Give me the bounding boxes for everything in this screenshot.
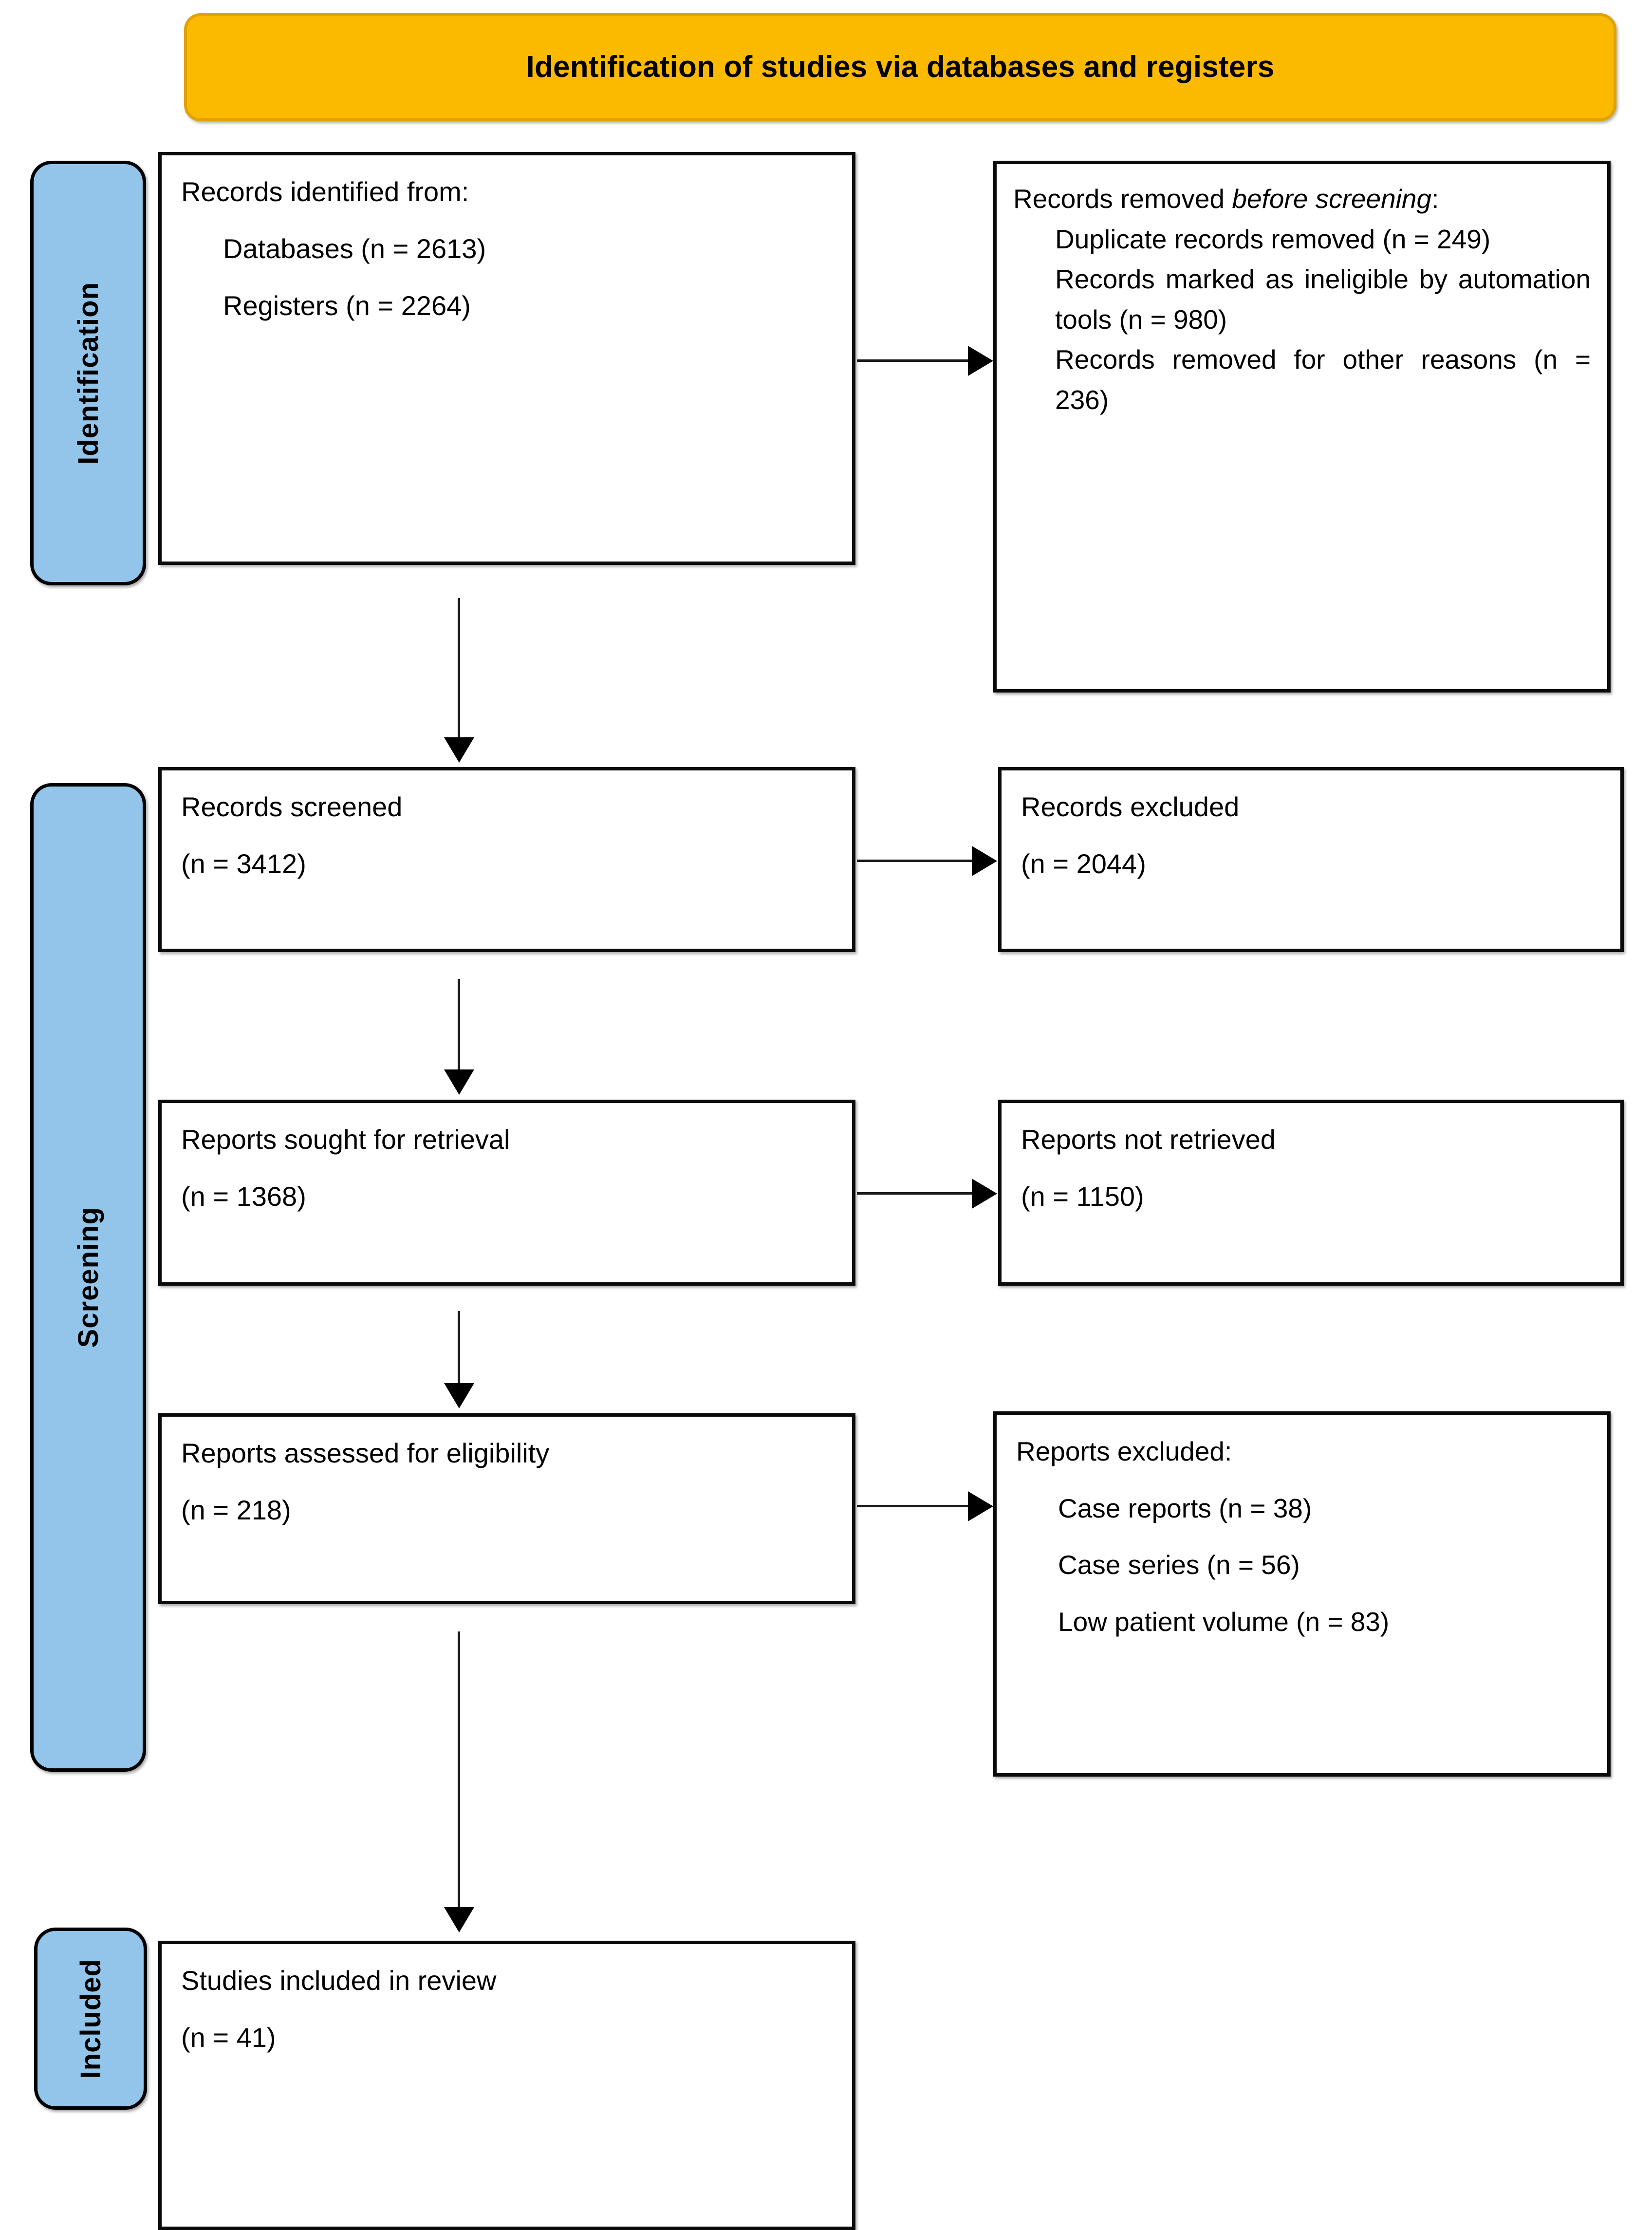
box-studies-included-in-review: Studies included in review (n = 41)	[158, 1941, 855, 2230]
box-records-identified-text: Records identified from: Databases (n = …	[181, 172, 833, 326]
spacer	[181, 2001, 833, 2018]
reports-excluded-low-volume: Low patient volume (n = 83)	[1058, 1606, 1390, 1637]
stage-label-screening: Screening	[72, 1207, 104, 1348]
reports-excluded-case-series: Case series (n = 56)	[1058, 1550, 1300, 1580]
records-removed-other: Records removed for other reasons (n = 2…	[1055, 344, 1591, 415]
spacer	[1016, 1528, 1588, 1545]
records-screened-count: (n = 3412)	[181, 848, 306, 879]
stage-pill-screening: Screening	[30, 783, 146, 1772]
box-records-excluded: Records excluded (n = 2044)	[998, 767, 1624, 952]
arrow-head-down-icon	[444, 1383, 474, 1408]
box-studies-included-text: Studies included in review (n = 41)	[181, 1961, 833, 2058]
records-removed-ineligible: Records marked as ineligible by automati…	[1055, 264, 1591, 335]
arrow-shaft	[458, 979, 460, 1071]
spacer	[1016, 1585, 1588, 1602]
arrow-shaft	[857, 359, 970, 362]
reports-not-retrieved-label: Reports not retrieved	[1021, 1124, 1276, 1155]
box-reports-not-retrieved-text: Reports not retrieved (n = 1150)	[1021, 1120, 1601, 1217]
box-records-excluded-text: Records excluded (n = 2044)	[1021, 787, 1601, 884]
box-reports-not-retrieved: Reports not retrieved (n = 1150)	[998, 1100, 1624, 1286]
records-screened-label: Records screened	[181, 791, 403, 822]
spacer	[1016, 1472, 1588, 1488]
reports-assessed-label: Reports assessed for eligibility	[181, 1438, 550, 1468]
box-reports-assessed-text: Reports assessed for eligibility (n = 21…	[181, 1433, 833, 1531]
box-reports-sought-for-retrieval: Reports sought for retrieval (n = 1368)	[158, 1100, 855, 1286]
header-banner: Identification of studies via databases …	[184, 13, 1616, 121]
records-removed-duplicates: Duplicate records removed (n = 249)	[1055, 224, 1491, 254]
box-records-removed-before-screening: Records removed before screening: Duplic…	[993, 161, 1611, 693]
box-records-removed-text: Records removed before screening: Duplic…	[1013, 179, 1591, 420]
spacer	[1021, 1160, 1601, 1177]
spacer	[181, 212, 833, 229]
stage-label-identification: Identification	[72, 281, 104, 465]
records-excluded-label: Records excluded	[1021, 791, 1240, 822]
arrow-shaft	[458, 1311, 460, 1385]
records-identified-databases: Databases (n = 2613)	[223, 233, 486, 264]
arrow-head-right-icon	[968, 1491, 993, 1521]
arrow-shaft	[458, 1631, 460, 1909]
records-identified-heading: Records identified from:	[181, 176, 469, 207]
reports-not-retrieved-count: (n = 1150)	[1021, 1181, 1144, 1212]
arrow-shaft	[458, 598, 460, 739]
spacer	[181, 827, 833, 844]
studies-included-count: (n = 41)	[181, 2022, 276, 2053]
arrow-head-down-icon	[444, 1069, 474, 1095]
records-excluded-count: (n = 2044)	[1021, 848, 1146, 879]
records-removed-heading-prefix: Records removed	[1013, 184, 1232, 214]
page-title: Identification of studies via databases …	[526, 50, 1275, 84]
arrow-head-down-icon	[444, 737, 474, 763]
records-identified-registers: Registers (n = 2264)	[223, 290, 471, 321]
box-reports-excluded: Reports excluded: Case reports (n = 38) …	[993, 1411, 1611, 1777]
arrow-shaft	[857, 1505, 970, 1507]
arrow-head-down-icon	[444, 1907, 474, 1932]
reports-excluded-heading: Reports excluded:	[1016, 1436, 1232, 1466]
arrow-shaft	[857, 1192, 974, 1195]
stage-pill-identification: Identification	[30, 161, 146, 585]
stage-pill-included: Included	[34, 1928, 147, 2110]
arrow-head-right-icon	[972, 846, 997, 876]
reports-excluded-case-reports: Case reports (n = 38)	[1058, 1493, 1312, 1523]
reports-sought-count: (n = 1368)	[181, 1181, 306, 1212]
box-reports-assessed-for-eligibility: Reports assessed for eligibility (n = 21…	[158, 1413, 855, 1604]
spacer	[181, 1160, 833, 1177]
arrow-head-right-icon	[972, 1179, 997, 1209]
spacer	[181, 1474, 833, 1490]
records-removed-heading: Records removed before screening:	[1013, 179, 1591, 219]
box-records-screened: Records screened (n = 3412)	[158, 767, 855, 952]
arrow-shaft	[857, 860, 974, 862]
reports-sought-label: Reports sought for retrieval	[181, 1124, 510, 1155]
reports-assessed-count: (n = 218)	[181, 1494, 291, 1525]
box-reports-excluded-text: Reports excluded: Case reports (n = 38) …	[1016, 1431, 1588, 1642]
box-records-screened-text: Records screened (n = 3412)	[181, 787, 833, 884]
records-removed-heading-suffix: :	[1431, 184, 1439, 214]
records-removed-heading-italic: before screening	[1232, 184, 1432, 214]
studies-included-label: Studies included in review	[181, 1965, 497, 1996]
box-records-identified: Records identified from: Databases (n = …	[158, 152, 855, 565]
spacer	[181, 269, 833, 286]
arrow-head-right-icon	[968, 346, 993, 376]
box-reports-sought-text: Reports sought for retrieval (n = 1368)	[181, 1120, 833, 1217]
stage-label-included: Included	[74, 1958, 107, 2079]
spacer	[1021, 827, 1601, 844]
